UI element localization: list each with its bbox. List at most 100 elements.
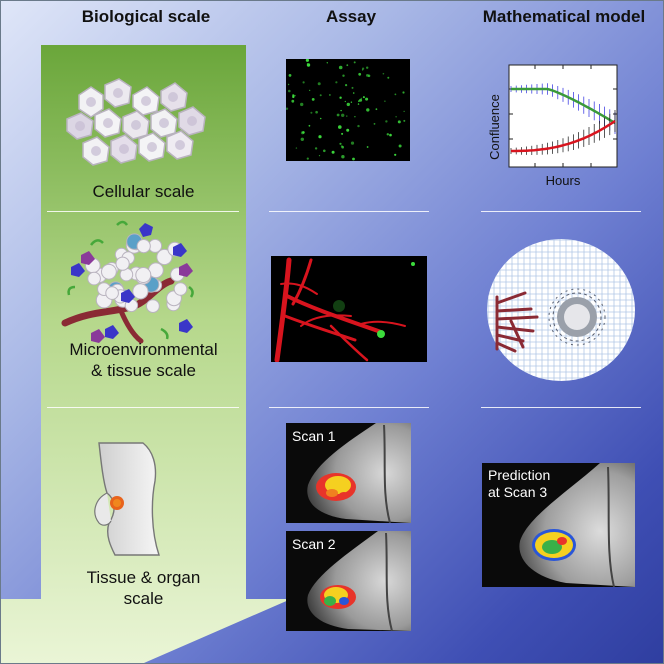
tumor-cell bbox=[156, 248, 173, 266]
fluorescent-cell bbox=[323, 149, 326, 153]
fluorescent-cell bbox=[384, 100, 386, 102]
tumor-cell bbox=[135, 267, 152, 283]
prediction-line1: Prediction bbox=[488, 467, 551, 483]
confluence-plot: Confluence Hours bbox=[487, 64, 618, 188]
fluorescent-cell bbox=[394, 93, 397, 96]
fluorescent-cell bbox=[342, 74, 345, 77]
fluorescent-cell bbox=[335, 81, 338, 84]
fluorescent-cell bbox=[339, 96, 342, 99]
fluorescent-cell bbox=[314, 147, 318, 150]
fluorescent-cell bbox=[315, 110, 318, 114]
fluorescent-cell bbox=[300, 102, 304, 107]
plot-y-label: Confluence bbox=[487, 94, 502, 160]
header-biological-scale: Biological scale bbox=[81, 7, 211, 26]
fluorescent-cell bbox=[352, 92, 355, 94]
fluorescent-cell bbox=[357, 124, 360, 128]
label-micro-line1: Microenvironmental bbox=[69, 340, 218, 359]
fluorescent-cell bbox=[385, 120, 388, 123]
fluorescent-cell bbox=[287, 83, 290, 86]
fluorescent-cell bbox=[331, 150, 335, 154]
fluorescent-cell bbox=[359, 98, 363, 102]
fluorescent-cell bbox=[306, 157, 309, 160]
fluorescent-cell bbox=[366, 146, 369, 148]
fluorescent-cell bbox=[306, 63, 309, 65]
mri-scan-1: Scan 1 bbox=[286, 423, 411, 523]
tumor-cell bbox=[173, 282, 188, 296]
fluorescent-cell bbox=[346, 115, 348, 117]
fluorescent-cell bbox=[375, 108, 378, 111]
fluorescent-cell bbox=[318, 135, 322, 139]
fluorescent-cell bbox=[352, 157, 355, 161]
fluorescent-cell bbox=[326, 62, 328, 64]
scan-1-label: Scan 1 bbox=[292, 428, 336, 444]
fluorescent-cell bbox=[286, 107, 289, 110]
fluorescent-cell bbox=[329, 94, 331, 96]
label-organ-line1: Tissue & organ bbox=[86, 568, 201, 587]
fluorescent-cell bbox=[292, 94, 295, 97]
fluorescent-cell bbox=[382, 72, 385, 75]
label-organ-line2: scale bbox=[123, 589, 164, 608]
header-mathematical-model: Mathematical model bbox=[482, 7, 646, 26]
fluorescent-cell bbox=[295, 147, 298, 149]
fluorescent-cell bbox=[346, 128, 350, 132]
fluorescent-cell bbox=[346, 102, 350, 107]
fluorescent-cell bbox=[402, 91, 405, 94]
row-divider bbox=[481, 211, 641, 212]
fluorescent-cell bbox=[361, 69, 364, 71]
label-cellular-scale: Cellular scale bbox=[92, 182, 195, 201]
fluorescent-cell bbox=[338, 65, 343, 70]
fluorescent-cell bbox=[302, 131, 305, 134]
fluorescent-cell bbox=[389, 133, 392, 137]
fluorescent-cell bbox=[341, 113, 345, 117]
row-divider bbox=[269, 407, 429, 408]
header-assay: Assay bbox=[325, 7, 377, 26]
fluorescent-cell bbox=[395, 116, 397, 118]
fluorescent-cell bbox=[353, 61, 356, 64]
fluorescent-cell bbox=[308, 124, 311, 127]
fluorescent-cell bbox=[386, 133, 389, 136]
fluorescent-cell bbox=[398, 144, 402, 148]
curve-rising bbox=[511, 119, 616, 153]
fluorescent-cell bbox=[346, 64, 349, 67]
tumor-cell bbox=[115, 256, 130, 271]
label-microenvironmental: Microenvironmental & tissue scale bbox=[41, 339, 246, 381]
fluorescent-cell bbox=[310, 111, 313, 114]
fluorescence-image-green bbox=[286, 59, 410, 161]
fluorescent-cell bbox=[319, 117, 322, 120]
fluorescent-cell bbox=[403, 110, 405, 112]
fluorescent-cell bbox=[344, 100, 346, 103]
row-divider bbox=[47, 407, 239, 408]
fluorescent-cell bbox=[292, 95, 295, 99]
fluorescent-cell bbox=[345, 84, 348, 87]
fluorescent-cell bbox=[291, 99, 295, 103]
fluorescent-cell bbox=[358, 72, 362, 76]
row-divider bbox=[269, 211, 429, 212]
fluorescent-cell bbox=[339, 142, 342, 145]
fluorescent-cell bbox=[288, 89, 291, 93]
fluorescent-cell bbox=[300, 137, 304, 141]
fluorescent-cell bbox=[341, 155, 345, 159]
plot-x-label: Hours bbox=[546, 173, 581, 188]
mri-scan-2: Scan 2 bbox=[286, 531, 411, 631]
fluorescent-cell bbox=[357, 103, 360, 105]
fluorescent-cell bbox=[366, 108, 370, 112]
fluorescent-cell bbox=[360, 97, 363, 100]
scan-2-label: Scan 2 bbox=[292, 536, 336, 552]
fluorescent-cell bbox=[351, 86, 354, 89]
vascular-model-image bbox=[487, 239, 635, 381]
fluorescent-cell bbox=[288, 74, 292, 77]
tumor-cell bbox=[101, 263, 117, 280]
row-divider bbox=[481, 407, 641, 408]
tumor-cell bbox=[132, 283, 149, 300]
body-illustration bbox=[94, 442, 160, 556]
fluorescent-cell bbox=[362, 96, 365, 99]
fluorescent-cell bbox=[305, 59, 309, 62]
fluorescent-cell bbox=[311, 98, 315, 101]
fluorescent-cell bbox=[397, 120, 401, 124]
fluorescent-cell bbox=[403, 119, 406, 122]
label-micro-line2: & tissue scale bbox=[91, 361, 196, 380]
tumor-cell bbox=[136, 239, 151, 254]
fluorescent-cell bbox=[366, 74, 369, 77]
